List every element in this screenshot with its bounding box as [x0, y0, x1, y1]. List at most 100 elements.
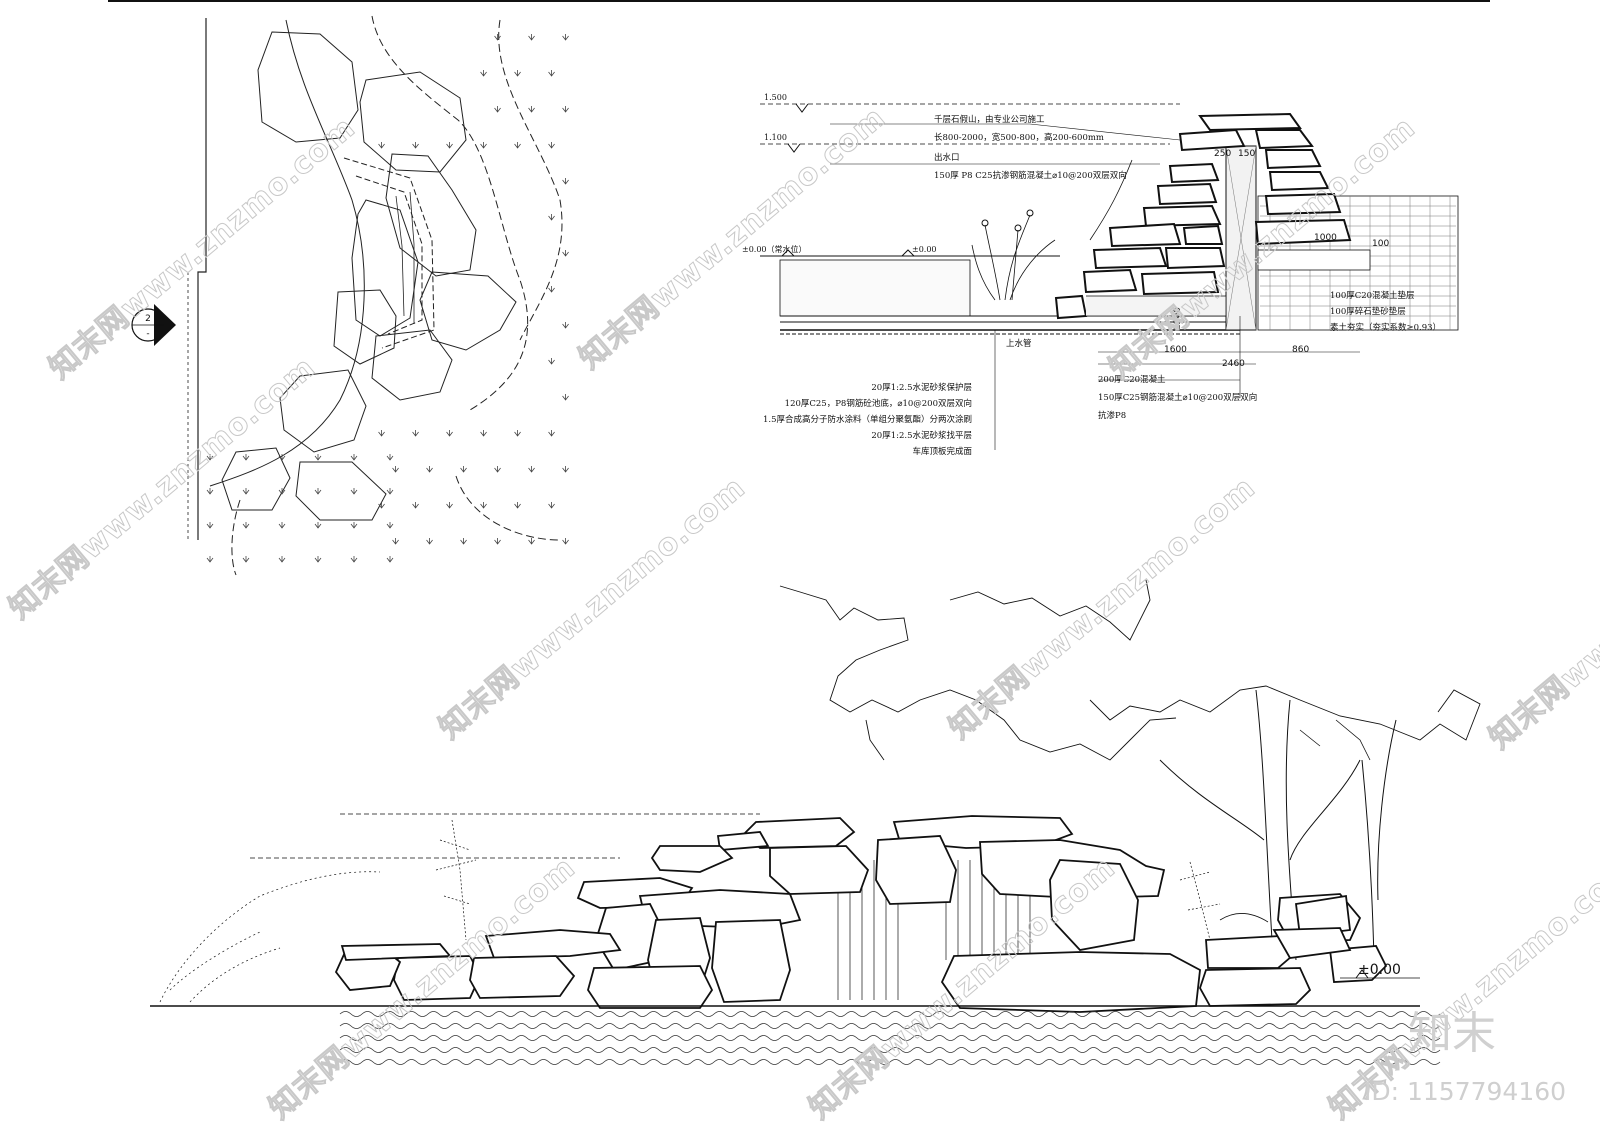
elevation-level-label: ±0.00	[1358, 962, 1401, 978]
grass-mark	[412, 142, 419, 149]
watermark-text: 知末网www.znzmo.com	[3, 350, 323, 626]
grass-mark	[378, 142, 385, 149]
note-bottom-left-3: 20厚1:2.5水泥砂浆找平层	[871, 430, 972, 441]
grass-mark	[206, 522, 214, 529]
plan-boulder	[333, 289, 397, 365]
grass-mark	[378, 502, 385, 509]
grass-mark	[548, 286, 555, 293]
watermark-logo: 知末	[1408, 1008, 1496, 1059]
grass-mark	[480, 70, 487, 77]
grass-mark	[392, 538, 399, 545]
plan-grass-marks	[206, 34, 569, 563]
grass-mark	[562, 394, 569, 401]
grass-mark	[386, 488, 394, 495]
dim-150: 150	[1238, 149, 1255, 159]
grass-mark	[412, 430, 419, 437]
elevation-boulder	[340, 943, 452, 961]
grass-mark	[242, 522, 250, 529]
note-bottom-right-0: 200厚C20混凝土	[1098, 374, 1166, 385]
section-marker-sheet: -	[146, 329, 149, 339]
grass-mark	[528, 106, 535, 113]
plan-boulder	[385, 153, 477, 277]
grass-mark	[514, 142, 521, 149]
grass-mark	[426, 538, 433, 545]
grass-mark	[480, 430, 487, 437]
grass-mark	[206, 454, 214, 461]
section-rock	[1156, 182, 1218, 206]
section-rock	[1182, 224, 1224, 245]
section-rock	[1254, 129, 1314, 150]
elevation-boulder	[875, 835, 957, 905]
section-rock	[1264, 192, 1342, 216]
note-right-2: 素土夯实（夯实系数≥0.93）	[1330, 322, 1441, 333]
plan-left-wall	[197, 18, 207, 540]
wave-row	[339, 1035, 1441, 1041]
grass-mark	[514, 70, 521, 77]
section-rock	[1198, 112, 1302, 132]
section-rock	[1168, 162, 1220, 184]
grass-mark	[460, 538, 467, 545]
grass-mark	[242, 488, 250, 495]
dim-1000: 1000	[1314, 233, 1337, 243]
dim-1600: 1600	[1164, 345, 1187, 355]
grass-mark	[494, 466, 501, 473]
grass-mark	[494, 106, 501, 113]
grass-mark	[314, 488, 322, 495]
note-bottom-left-2: 1.5厚合成高分子防水涂料（单组分聚氨酯）分两次涂刷	[763, 414, 972, 425]
elevation-boulder	[711, 919, 791, 1003]
elevation-shrub	[159, 871, 381, 1003]
level-zero-label: ±0.00	[912, 245, 937, 254]
watermark-text: 知末网www.znzmo.com	[433, 470, 753, 746]
grass-mark	[562, 538, 569, 545]
grass-mark	[278, 522, 286, 529]
grass-mark	[278, 556, 286, 563]
grass-mark	[514, 502, 521, 509]
grass-mark	[562, 250, 569, 257]
elevation-view	[150, 579, 1481, 1013]
note-bottom-right-1: 150厚C25钢筋混凝土⌀10@200双层双向	[1098, 392, 1257, 403]
dim-250: 250	[1214, 149, 1231, 159]
grass-mark	[350, 556, 358, 563]
elevation-tree-canopy	[779, 585, 1177, 761]
note-bottom-left-4: 车库顶板完成面	[912, 446, 972, 457]
grass-mark	[528, 34, 535, 41]
section-rock	[1178, 128, 1246, 152]
section-marker[interactable]: 2 -	[131, 304, 176, 346]
plan-planting-boundary	[371, 15, 529, 411]
grass-mark	[494, 34, 501, 41]
section-rock	[1254, 218, 1352, 246]
plan-boulder	[295, 461, 387, 521]
grass-mark	[206, 556, 214, 563]
elevation-boulder	[1272, 927, 1352, 959]
grass-mark	[446, 142, 453, 149]
elevation-boulder	[650, 845, 734, 873]
grass-mark	[386, 556, 394, 563]
grass-mark	[528, 466, 535, 473]
plan-boulder	[419, 271, 517, 351]
watermark-text: 知末网www.znzmo.com	[573, 100, 893, 376]
section-view	[760, 103, 1459, 450]
elevation-boulder	[1205, 935, 1294, 969]
watermark-id: ID: 1157794160	[1364, 1077, 1566, 1106]
plan-boulder	[257, 31, 359, 143]
section-rock	[1054, 294, 1088, 320]
grass-mark	[514, 430, 521, 437]
grass-mark	[314, 522, 322, 529]
grass-mark	[412, 502, 419, 509]
grass-mark	[378, 430, 385, 437]
plan-waterfall-channel	[343, 157, 435, 349]
note-top-1: 长800-2000，宽500-800，高200-600mm	[934, 132, 1104, 143]
elevation-boulder	[716, 831, 770, 851]
plan-pool-edge	[209, 19, 365, 487]
elevation-tree-trunk	[1159, 689, 1397, 961]
grass-mark	[562, 178, 569, 185]
grass-mark	[548, 502, 555, 509]
grass-mark	[314, 454, 322, 461]
wave-row	[339, 1023, 1441, 1029]
grass-mark	[278, 488, 286, 495]
grass-mark	[480, 142, 487, 149]
watermark-text: 知末网www.znzmo.com	[43, 110, 363, 386]
section-water-body	[779, 259, 971, 317]
elevation-water-waves	[339, 1011, 1441, 1065]
